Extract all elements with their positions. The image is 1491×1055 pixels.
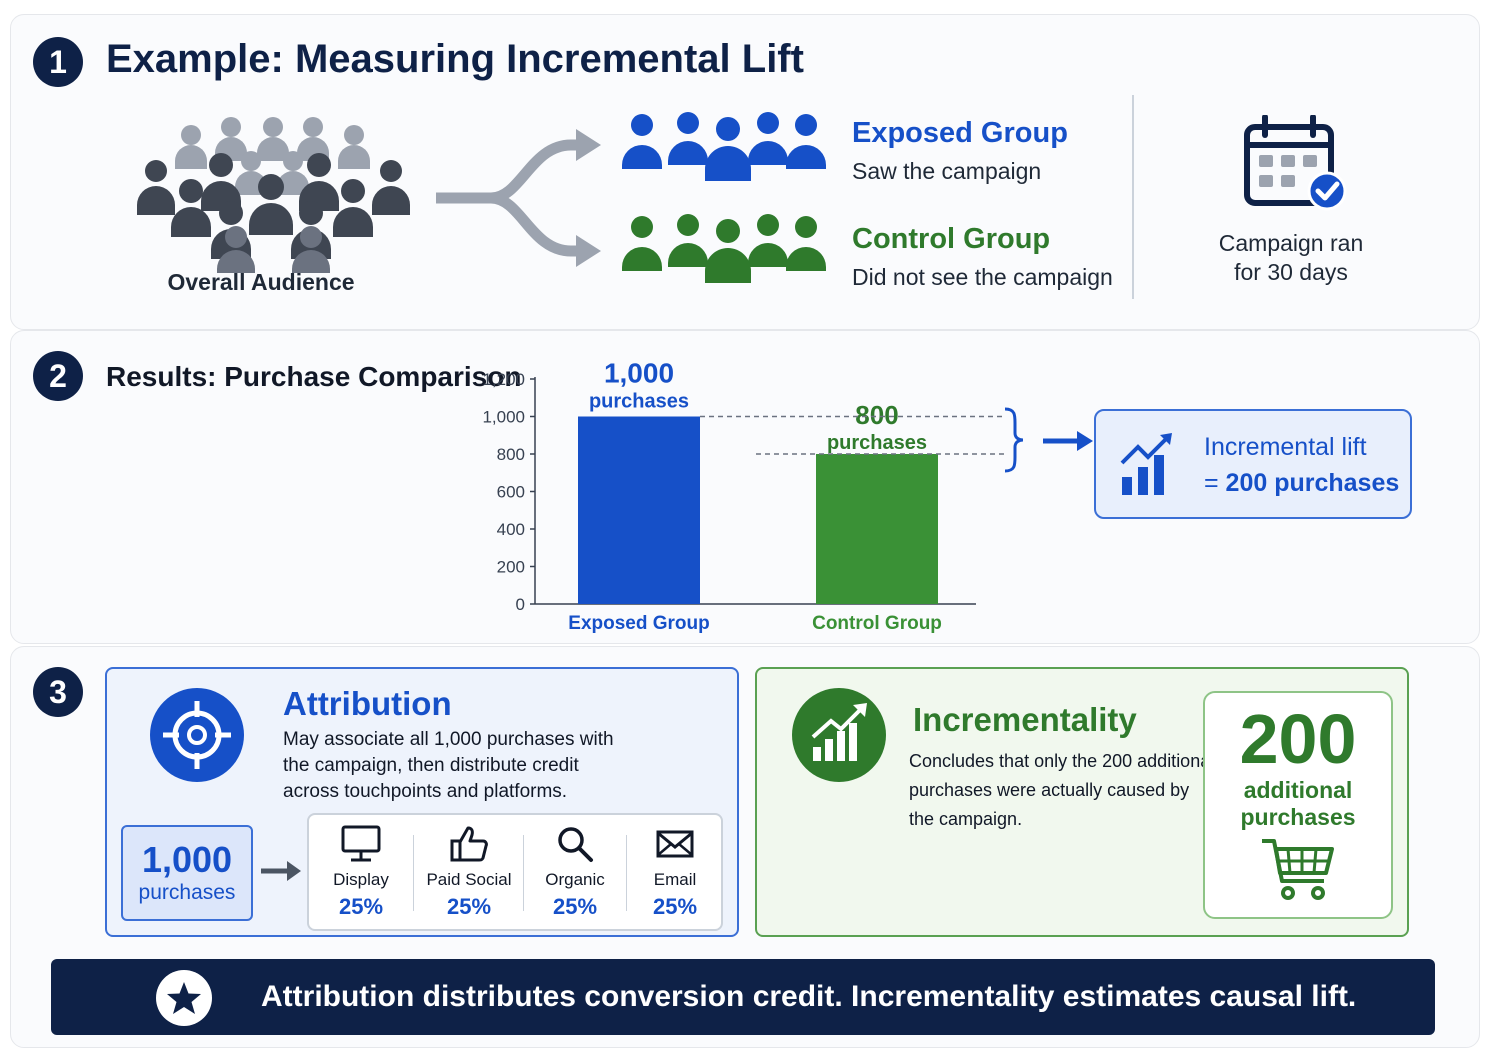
star-icon — [156, 970, 212, 1026]
lift-line2: = 200 purchases — [1204, 469, 1399, 498]
exposed-group-title: Exposed Group — [852, 117, 1068, 149]
control-group-desc: Did not see the campaign — [852, 264, 1113, 290]
incremental-line2: purchases — [1240, 803, 1356, 830]
channel-label: Paid Social — [426, 870, 512, 889]
attribution-total-unit: purchases — [138, 881, 236, 904]
data-label-value: 800 — [855, 400, 898, 430]
channel-divider — [626, 835, 627, 911]
channel-credit-box: Display 25% Paid Social 25% Organic 25 — [307, 813, 723, 931]
summary-text: Attribution distributes conversion credi… — [261, 980, 1357, 1013]
attribution-desc-1: May associate all 1,000 purchases with — [283, 729, 614, 750]
channel-paid-social: Paid Social 25% — [414, 815, 524, 929]
channel-label: Display — [333, 870, 389, 889]
control-people-icon — [622, 214, 826, 283]
section2-title: Results: Purchase Comparison — [106, 361, 521, 393]
crowd-icon — [137, 117, 410, 273]
attribution-desc-3: across touchpoints and platforms. — [283, 781, 568, 802]
monitor-icon — [341, 825, 381, 862]
x-category-label: Exposed Group — [568, 613, 709, 634]
channel-email: Email 25% — [627, 815, 723, 929]
step-number-2: 2 — [33, 351, 83, 401]
bar-exposed — [578, 416, 700, 604]
difference-bracket-icon — [1004, 407, 1093, 473]
search-icon — [558, 827, 593, 862]
channel-pct: 25% — [338, 894, 384, 919]
section-comparison: 3 Attribution May associate all 1,000 pu… — [10, 646, 1480, 1048]
channel-organic: Organic 25% — [524, 815, 626, 929]
shopping-cart-icon — [1262, 838, 1334, 900]
step-number-1: 1 — [33, 37, 83, 87]
channel-label: Organic — [545, 870, 605, 889]
incrementality-desc-3: the campaign. — [909, 809, 1023, 829]
y-tick-label: 1,000 — [482, 408, 525, 427]
y-tick-label: 200 — [497, 558, 525, 577]
channel-divider — [413, 835, 414, 911]
duration-line2: for 30 days — [1234, 259, 1348, 285]
channel-label: Email — [653, 870, 697, 889]
arrow-right-icon — [261, 861, 301, 881]
audience-label: Overall Audience — [167, 269, 355, 295]
target-icon — [150, 688, 244, 782]
data-label-unit: purchases — [589, 391, 689, 413]
thumbs-up-icon — [450, 826, 488, 862]
y-tick-label: 1,200 — [482, 370, 525, 389]
section-measuring-lift: 1 Example: Measuring Incremental Lift — [10, 14, 1480, 330]
growth-chart-icon — [1120, 433, 1172, 495]
summary-banner: Attribution distributes conversion credi… — [51, 959, 1435, 1035]
channel-pct: 25% — [446, 894, 492, 919]
y-tick-label: 800 — [497, 445, 525, 464]
split-arrows-icon — [436, 129, 601, 267]
bar-control — [816, 454, 938, 604]
channel-display: Display 25% — [309, 815, 413, 929]
attribution-total-box: 1,000 purchases — [121, 825, 253, 921]
channel-pct: 25% — [552, 894, 598, 919]
section1-title: Example: Measuring Incremental Lift — [106, 37, 804, 81]
incremental-value: 200 — [1239, 700, 1357, 778]
step-number-3: 3 — [33, 667, 83, 717]
incrementality-title: Incrementality — [913, 701, 1137, 738]
exposed-group-desc: Saw the campaign — [852, 158, 1042, 184]
section2-title-bold: Results: — [106, 361, 217, 392]
vertical-divider — [1132, 95, 1134, 299]
lift-line2-prefix: = — [1204, 469, 1226, 497]
attribution-card: Attribution May associate all 1,000 purc… — [105, 667, 739, 937]
section-results: 2 Results: Purchase Comparison 0 200 400 60… — [10, 330, 1480, 644]
section2-title-rest: Purchase Comparison — [224, 361, 522, 392]
exposed-people-icon — [622, 112, 826, 181]
envelope-icon — [656, 830, 694, 858]
control-group-title: Control Group — [852, 223, 1051, 255]
incrementality-desc-2: purchases were actually caused by — [909, 780, 1190, 800]
lift-line1: Incremental lift — [1204, 433, 1367, 461]
lift-line2-value: 200 purchases — [1225, 469, 1400, 497]
incremental-line1: additional — [1243, 776, 1353, 803]
x-category-label: Control Group — [812, 613, 942, 634]
y-tick-label: 0 — [516, 595, 525, 614]
y-tick-label: 600 — [497, 483, 525, 502]
channel-divider — [523, 835, 524, 911]
incremental-lift-box: Incremental lift = 200 purchases — [1094, 409, 1412, 519]
channel-pct: 25% — [652, 894, 698, 919]
attribution-desc-2: the campaign, then distribute credit — [283, 755, 579, 776]
data-label-value: 1,000 — [604, 358, 674, 389]
incrementality-desc-1: Concludes that only the 200 additional — [909, 751, 1215, 771]
duration-line1: Campaign ran — [1218, 230, 1364, 256]
incrementality-card: Incrementality Concludes that only the 2… — [755, 667, 1409, 937]
attribution-total-value: 1,000 — [141, 839, 233, 880]
incremental-purchases-box: 200 additional purchases — [1203, 691, 1393, 919]
attribution-title: Attribution — [283, 685, 452, 722]
data-label-unit: purchases — [827, 432, 927, 454]
calendar-check-icon — [1244, 115, 1347, 211]
growth-chart-icon — [792, 688, 886, 782]
y-tick-label: 400 — [497, 520, 525, 539]
